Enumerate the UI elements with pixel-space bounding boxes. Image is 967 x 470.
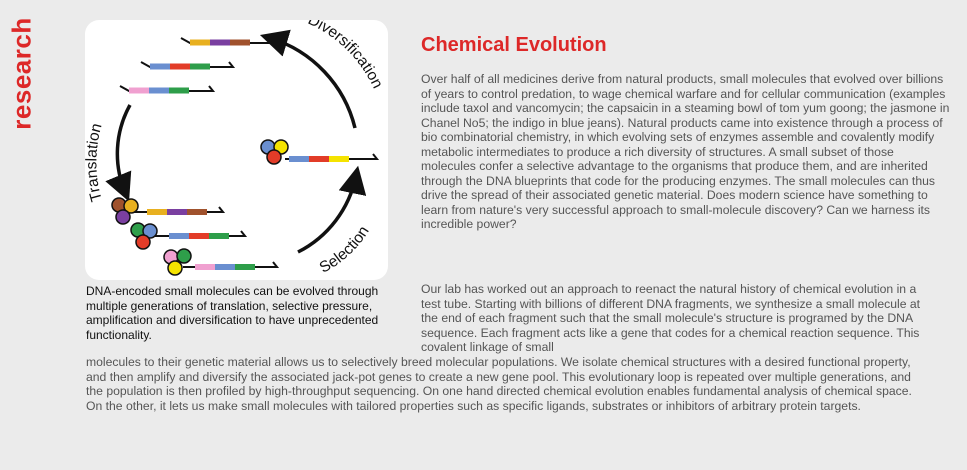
evolution-cycle-diagram: Diversification Translation Selection [85, 20, 386, 277]
article-title: Chemical Evolution [421, 34, 607, 56]
translated-dna-molecule [111, 197, 226, 225]
figure-caption: DNA-encoded small molecules can be evolv… [86, 284, 379, 342]
translation-arrow [105, 104, 132, 202]
translated-dna-molecule [163, 248, 280, 276]
dna-strand [140, 61, 236, 70]
selected-dna-molecule [260, 139, 380, 165]
research-side-label: research [2, 12, 42, 132]
article-paragraph-1: Over half of all medicines derive from n… [421, 72, 950, 231]
article-paragraph-2: Our lab has worked out an approach to re… [421, 282, 921, 354]
dna-strand [180, 37, 274, 46]
research-label-text: research [6, 17, 37, 130]
article-paragraph-3: molecules to their genetic material allo… [86, 355, 912, 413]
translated-dna-molecule [130, 222, 248, 250]
translation-label: Translation [85, 122, 106, 204]
diversification-label: Diversification [305, 20, 386, 91]
evolution-cycle-figure: Diversification Translation Selection [85, 20, 388, 280]
dna-strand [119, 85, 216, 94]
diversification-arrow [259, 29, 357, 129]
selection-arrow [297, 165, 367, 254]
